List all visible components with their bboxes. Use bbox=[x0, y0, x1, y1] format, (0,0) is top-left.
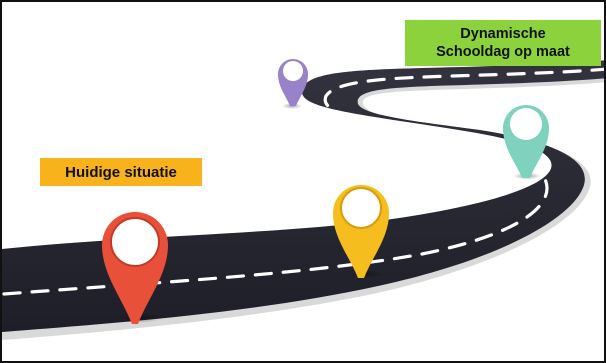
goal-label: Dynamische Schooldag op maat bbox=[405, 20, 601, 66]
current-situation-label: Huidige situatie bbox=[40, 158, 202, 186]
purple-pin-icon bbox=[278, 59, 308, 106]
goal-text-line-2: Schooldag op maat bbox=[436, 44, 570, 60]
current-situation-text: Huidige situatie bbox=[65, 163, 177, 181]
yellow-pin-icon bbox=[333, 185, 389, 278]
red-pin-icon bbox=[102, 212, 168, 324]
road-center-dashes bbox=[2, 67, 604, 296]
road-surface bbox=[2, 60, 604, 332]
goal-text-line-1: Dynamische bbox=[460, 26, 546, 42]
teal-pin-icon bbox=[503, 105, 549, 178]
